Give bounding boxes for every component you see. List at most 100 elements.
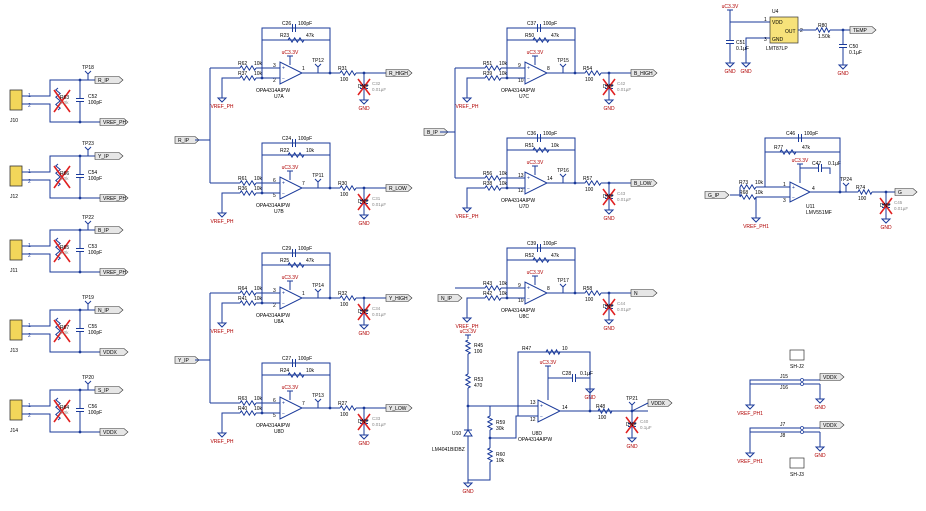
tp-arm [314,288,319,293]
tp-arm [317,398,322,403]
vref-icon [750,217,762,223]
rin-value: 10k [499,61,508,67]
fbr-value: 47k [551,253,560,259]
rin-ref: R62 [238,61,247,67]
vref-label: VREF_PH [455,324,478,330]
fbc-value: 100pF [298,246,312,252]
tp-label: TP22 [82,215,94,221]
pin-number: 1 [302,291,305,297]
net-flag-label: VREF_PH [103,120,126,126]
res-value: 30k [496,426,505,432]
vref-symbol: VREF_PH [210,430,234,445]
resistor-symbol [532,256,550,264]
rout-value: 100 [585,187,594,193]
connector-ref: J14 [10,428,18,434]
net-flag-shape [630,179,658,187]
jumper-pin-icon [800,378,804,382]
pin-number: 13 [518,173,524,179]
connector-body [9,89,23,111]
rout-value: 100 [598,415,607,421]
junction-dot [78,228,82,232]
pin-number: 5 [273,193,276,199]
feedback-wire [517,351,591,416]
supply-label: uC3.3V [527,270,544,276]
net-flag-label: VDDX [651,401,666,407]
ref-wire [22,413,100,433]
input-connectors-layer: J1012R632.2kC52100pFTP18R_IPVREF_PHJ1212… [9,65,129,436]
resistor-symbol [287,36,305,44]
signal-wire [22,229,95,247]
pin-number: 3 [273,288,276,294]
ground-label: GND [740,69,752,75]
net-flag-shape [819,373,845,381]
pin-number: 8 [547,286,550,292]
net-flag-output: R_HIGH [385,69,413,77]
net-flag-shape [94,76,124,84]
supply-symbol: uC3.3V [792,158,809,168]
opamp-minus: − [282,77,285,83]
ground-symbol: GND [358,432,370,447]
opamp-plus: + [527,286,530,292]
rout-value: 100 [340,302,349,308]
net-flag-output: N [630,289,658,297]
dnp-label: DNP [358,309,369,315]
junction-dot [78,78,82,82]
resistor-symbol [484,64,502,72]
vref-label: VREF_PH1 [743,224,769,230]
opamp-plus: + [527,176,530,182]
ground-icon [724,62,736,68]
net-flag-label: Y_LOW [389,406,407,412]
vref-label: VREF_PH [455,214,478,220]
pin-number: 2 [273,303,276,309]
ground-symbol: GND [837,62,849,77]
wire [466,297,485,315]
res-value: 1.50k [818,34,831,40]
supply-label: uC3.3V [282,165,299,171]
rout-value: 100 [585,77,594,83]
net-flag-input: B_IP [94,226,124,234]
vref-symbol: VREF_PH [210,320,234,335]
ground-icon [626,437,638,443]
rref-ref: R39 [483,71,492,77]
opamp-part: OPA4314AIPW [518,437,552,443]
supply-label: uC3.3V [540,360,557,366]
junction-dot [505,296,509,300]
tp-arm [84,220,89,225]
opamp-minus: − [282,412,285,418]
rout-ref: R30 [338,181,347,187]
vref-icon [461,317,473,323]
ground-label: GND [603,106,615,112]
resistor-symbol [55,87,61,111]
tp-arm [631,401,636,406]
dnp-ref: C33 [372,416,381,421]
junction-dot [588,409,592,413]
dnp-label: DNP [626,422,637,428]
resistor-symbol [584,69,602,77]
rin-ref: R73 [739,180,748,186]
net-flag-shape [385,294,413,302]
cap-ref: C51 [736,40,745,46]
cap-value: 100pF [88,100,102,106]
sensor-pin: OUT [785,29,796,35]
resistor-symbol [339,69,357,77]
opamp-part: OPA4314AIPW [501,88,535,94]
ground-symbol: GND [814,396,826,411]
net-flag-input: Y_IP [94,152,124,160]
test-point: TP12 [312,58,324,73]
cap-ref: C50 [849,44,858,50]
fbc-value: 100pF [298,136,312,142]
tp-label: TP17 [557,278,569,284]
cap-value: 100pF [88,410,102,416]
pin-number: 8 [547,66,550,72]
pin-number: 12 [530,417,536,423]
wire [221,77,240,95]
net-flag-label: Y_HIGH [389,296,408,302]
opamp-plus: + [282,181,285,187]
tp-label: TP18 [82,65,94,71]
supply-symbol: uC3.3V [282,50,299,60]
opamp-minus: − [527,297,530,303]
tp-label: TP16 [557,168,569,174]
